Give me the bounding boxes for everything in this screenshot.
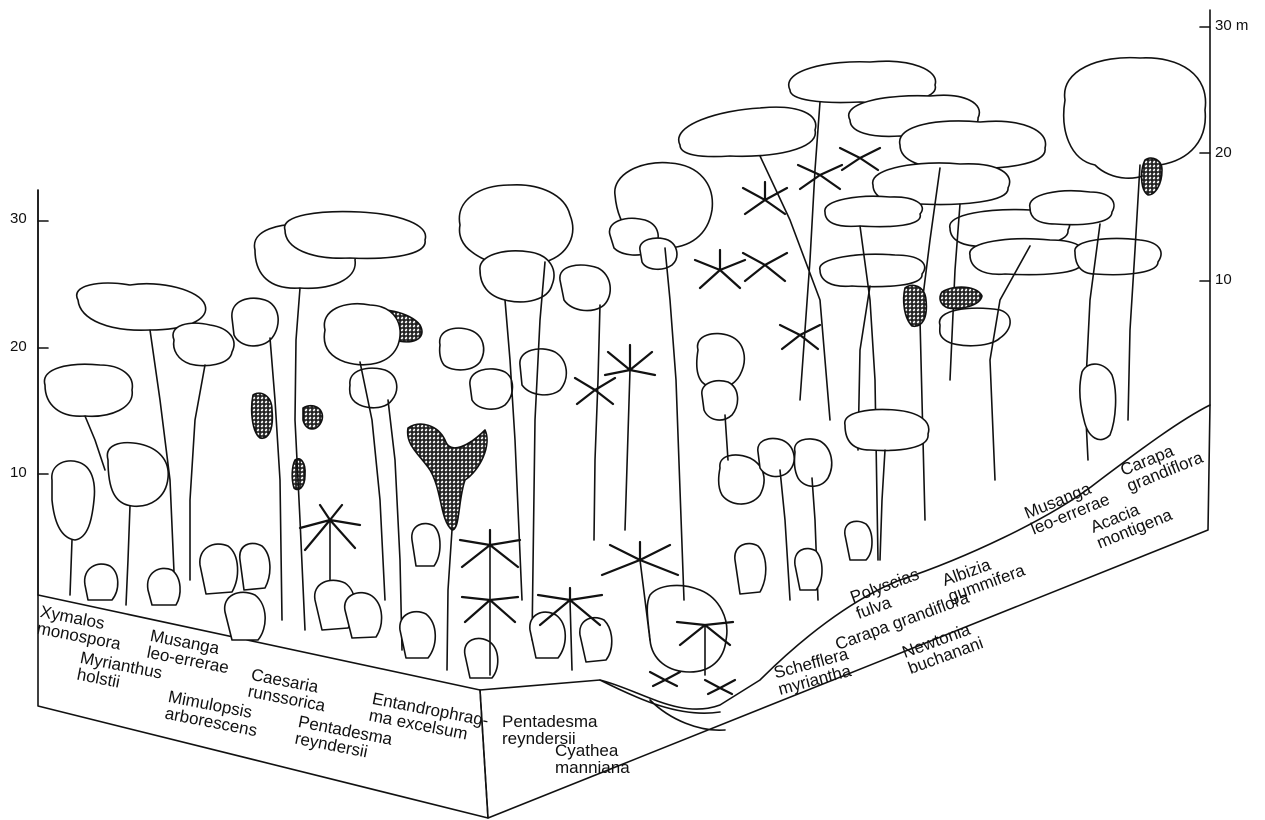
- palm-1: [300, 505, 360, 580]
- valley-stream: [600, 680, 725, 730]
- palm-14: [840, 148, 880, 170]
- left-scale-tick-30: 30: [10, 210, 27, 227]
- right-scale-tick-10: 10: [1215, 271, 1232, 288]
- tree-fern-2: [705, 680, 735, 694]
- palm-12: [780, 325, 820, 349]
- palm-7: [605, 345, 655, 530]
- palm-11: [743, 253, 787, 281]
- left-scale-tick-10: 10: [10, 464, 27, 481]
- right-scale-tick-30m: 30 m: [1215, 17, 1248, 34]
- tree-fern-1: [650, 672, 680, 686]
- palm-13: [798, 165, 842, 189]
- palm-8: [575, 378, 615, 404]
- right-height-scale: [1200, 10, 1210, 405]
- left-scale-tick-20: 20: [10, 338, 27, 355]
- palm-10: [695, 250, 745, 288]
- right-scale-tick-20: 20: [1215, 144, 1232, 161]
